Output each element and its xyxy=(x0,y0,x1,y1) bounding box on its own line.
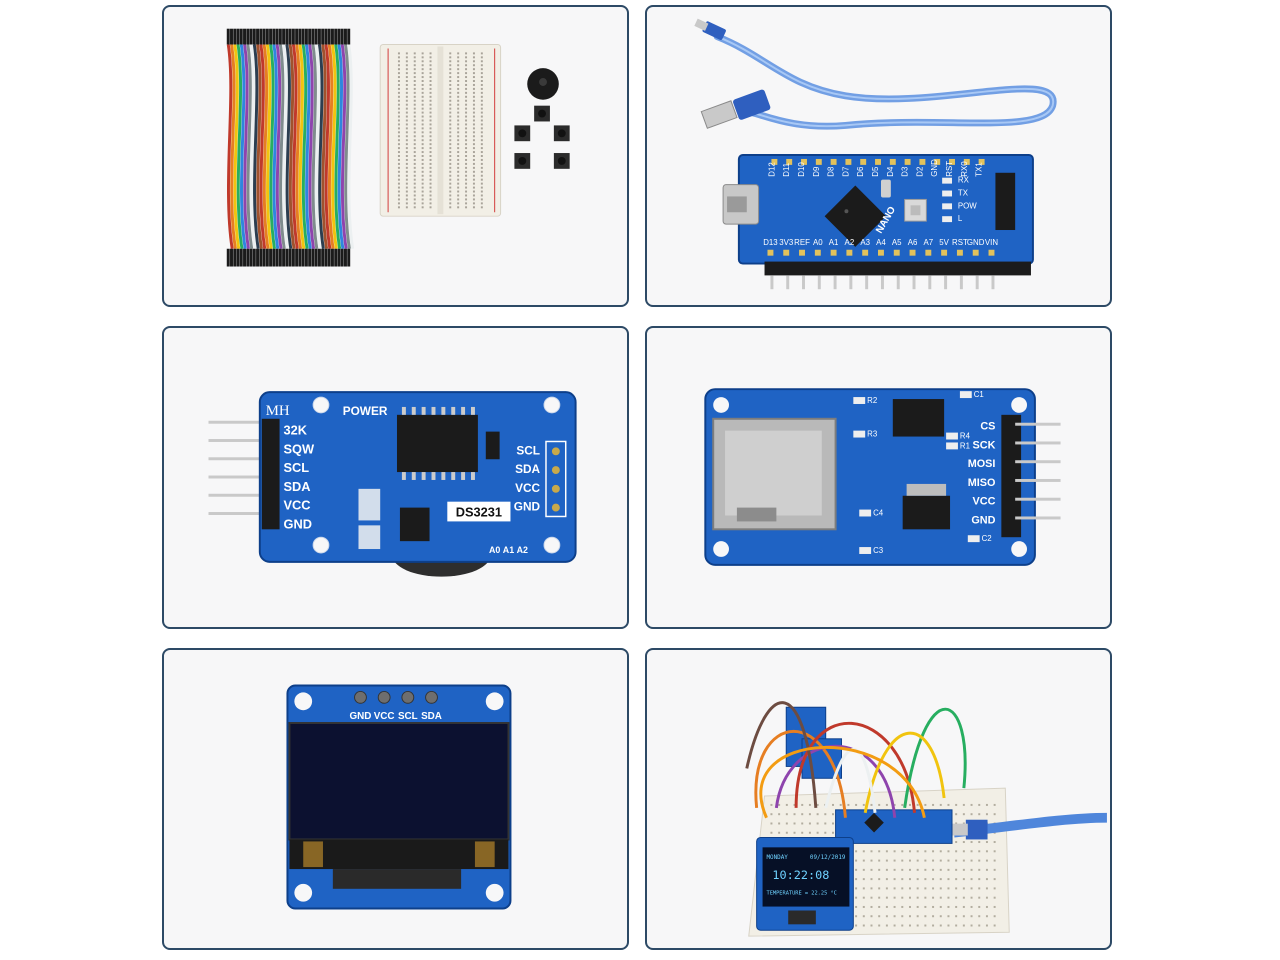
nano-bottom-pin-label: A6 xyxy=(908,238,918,247)
sd-component-label: C4 xyxy=(873,508,884,517)
nano-bottom-pin-label: A4 xyxy=(876,238,886,247)
sd-component-label: R3 xyxy=(867,430,878,439)
nano-top-pin-label: D10 xyxy=(797,162,806,177)
sd-pin-label: MISO xyxy=(968,477,996,489)
rtc-right-pin-label: GND xyxy=(514,500,541,514)
sd-pin-label: GND xyxy=(971,514,995,526)
usb-cable xyxy=(694,18,1057,130)
oled-pin-label: GND xyxy=(350,711,372,722)
nano-top-pin-label: GND xyxy=(930,159,939,177)
starter-parts-photo xyxy=(226,28,570,267)
sd-pin-label: VCC xyxy=(973,496,996,508)
nano-bottom-pin-label: REF xyxy=(794,238,810,247)
rtc-left-pin-label: GND xyxy=(283,516,311,531)
nano-top-pin-label: D12 xyxy=(767,162,776,176)
rtc-left-pin-label: SQW xyxy=(283,441,315,456)
rtc-right-pin-label: SCL xyxy=(516,443,540,457)
rtc-chip-label: DS3231 xyxy=(456,504,502,519)
nano-top-pin-label: D2 xyxy=(915,167,924,177)
nano-bottom-pin-label: 5V xyxy=(939,238,949,247)
nano-bottom-pin-label: RST xyxy=(952,238,968,247)
nano-bottom-pin-label: A3 xyxy=(860,238,870,247)
sd-component-label: R1 xyxy=(960,441,970,450)
nano-bottom-pin-label: GND xyxy=(967,238,985,247)
nano-led-label: RX xyxy=(958,176,970,185)
nano-top-pin-label: RX0 xyxy=(960,161,969,177)
sd-pin-label: CS xyxy=(980,421,995,433)
tactile-buttons xyxy=(514,105,570,169)
nano-led-label: POW xyxy=(958,201,977,210)
rtc-left-pin-label: SDA xyxy=(283,479,310,494)
sd-component-label: C2 xyxy=(982,534,992,543)
nano-bottom-pin-label: VIN xyxy=(985,238,998,247)
demo-oled-temp: TEMPERATURE = 22.25 °C xyxy=(767,891,837,897)
jumper-wire-bundle xyxy=(226,28,355,267)
rtc-address-pad-label: A0 xyxy=(489,545,500,555)
nano-top-pin-label: D8 xyxy=(827,166,836,177)
nano-top-pin-label: D3 xyxy=(901,166,910,177)
nano-led-label: TX xyxy=(958,188,969,197)
rtc-address-pad-label: A1 xyxy=(503,545,514,555)
rtc-right-pin-label: VCC xyxy=(515,481,540,495)
sd-component-label: R2 xyxy=(867,396,877,405)
nano-top-pin-label: RST xyxy=(945,161,954,177)
sd-pin-label: SCK xyxy=(973,439,996,451)
nano-led-label: L xyxy=(958,214,963,223)
oled-screen xyxy=(288,722,510,841)
nano-top-pin-label: D7 xyxy=(841,167,850,177)
demo-oled-day: MONDAY xyxy=(767,855,789,861)
demo-oled-time: 10:22:08 xyxy=(772,868,829,882)
rtc-brand: MH xyxy=(266,403,290,419)
sd-component-label: C1 xyxy=(974,390,984,399)
buzzer xyxy=(527,68,559,100)
rtc-left-pin-label: 32K xyxy=(283,423,307,438)
rtc-left-pin-label: SCL xyxy=(283,460,309,475)
oled-pin-label: VCC xyxy=(374,711,395,722)
nano-top-pin-label: D4 xyxy=(886,166,895,177)
rtc-address-pad-label: A2 xyxy=(517,545,528,555)
rtc-right-pin-label: SDA xyxy=(515,462,540,476)
sd-component-label: R4 xyxy=(960,432,971,441)
nano-top-pin-label: D5 xyxy=(871,166,880,177)
sd-pin-label: MOSI xyxy=(968,458,996,470)
panel-starter-parts xyxy=(162,5,629,307)
nano-bottom-pin-label: A5 xyxy=(892,238,902,247)
rtc-board: MH POWER DS3231 32K SQW SCL SDA VCC GND SCL SD… xyxy=(258,391,577,563)
demo-oled: MONDAY 09/12/2019 10:22:08 TEMPERATURE =… xyxy=(756,836,854,931)
nano-bottom-pin-label: A2 xyxy=(845,238,855,247)
nano-bottom-pin-label: 3V3 xyxy=(779,238,794,247)
panel-rtc-module: MH POWER DS3231 32K SQW SCL SDA VCC GND SCL SD… xyxy=(162,326,629,629)
demo-oled-date: 09/12/2019 xyxy=(810,855,846,861)
nano-top-pin-label: TX1 xyxy=(975,162,984,176)
nano-top-pin-label: D9 xyxy=(812,167,821,177)
nano-top-pin-label: D11 xyxy=(782,163,791,177)
nano-bottom-pin-label: A0 xyxy=(813,238,823,247)
nano-top-pin-label: D6 xyxy=(856,166,865,177)
sd-component-label: C3 xyxy=(873,546,884,555)
oled-pin-label: SCL xyxy=(398,711,418,722)
rtc-power-label: POWER xyxy=(343,404,388,418)
oled-pin-label: SDA xyxy=(421,711,442,722)
nano-bottom-pin-label: A1 xyxy=(829,238,839,247)
nano-bottom-pin-label: A7 xyxy=(924,238,934,247)
rtc-left-pin-label: VCC xyxy=(283,498,310,513)
mini-breadboard xyxy=(379,44,502,217)
nano-bottom-pin-label: D13 xyxy=(763,238,778,247)
panel-assembled-demo: MONDAY 09/12/2019 10:22:08 TEMPERATURE =… xyxy=(645,648,1112,950)
demo-jumper-wires xyxy=(745,701,967,819)
